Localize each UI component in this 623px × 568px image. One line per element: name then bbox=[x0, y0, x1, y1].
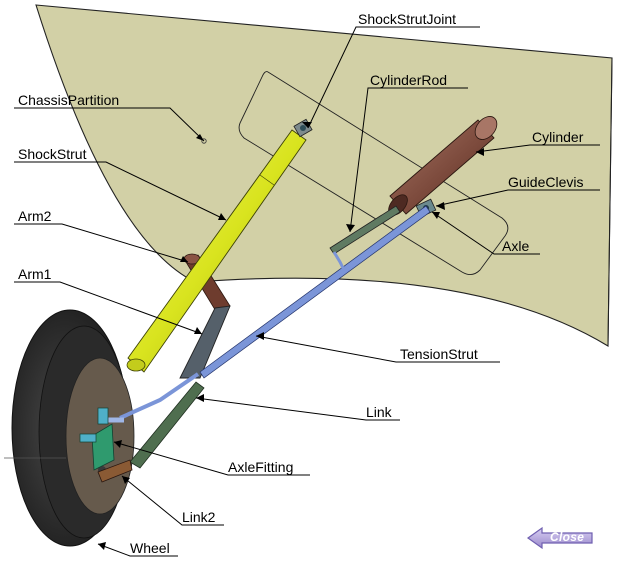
shock-strut-part bbox=[126, 129, 307, 373]
label-link2: Link2 bbox=[182, 509, 216, 525]
label-cylinder: Cylinder bbox=[532, 129, 584, 145]
link2-part bbox=[97, 459, 133, 483]
wheel bbox=[4, 309, 135, 547]
label-chassis-partition: ChassisPartition bbox=[18, 92, 120, 108]
label-arm2: Arm2 bbox=[18, 208, 52, 224]
label-arm1: Arm1 bbox=[18, 266, 52, 282]
arm1-part bbox=[179, 305, 231, 379]
chassis-slot-outline bbox=[238, 71, 509, 275]
label-guide-clevis: GuideClevis bbox=[508, 174, 584, 190]
label-wheel: Wheel bbox=[130, 540, 170, 556]
tension-strut-part bbox=[104, 205, 431, 423]
leader-lines bbox=[14, 26, 600, 557]
close-button[interactable]: Close bbox=[526, 526, 596, 550]
label-axle-fitting: AxleFitting bbox=[228, 459, 294, 475]
link-part bbox=[129, 381, 205, 469]
label-shock-strut: ShockStrut bbox=[18, 146, 87, 162]
chassis-partition-marker bbox=[201, 138, 207, 144]
leader-arrowheads bbox=[98, 122, 484, 550]
label-tension-strut: TensionStrut bbox=[400, 346, 478, 362]
label-link: Link bbox=[366, 404, 392, 420]
axle-fitting-part bbox=[79, 407, 115, 471]
close-button-label: Close bbox=[550, 530, 585, 544]
close-arrow-icon bbox=[526, 526, 593, 550]
label-axle: Axle bbox=[502, 238, 530, 254]
cylinder-rod-part bbox=[329, 205, 401, 255]
chassis-partition-plate bbox=[35, 4, 613, 347]
label-cylinder-rod: CylinderRod bbox=[370, 72, 448, 88]
label-shock-strut-joint: ShockStrutJoint bbox=[358, 11, 457, 27]
